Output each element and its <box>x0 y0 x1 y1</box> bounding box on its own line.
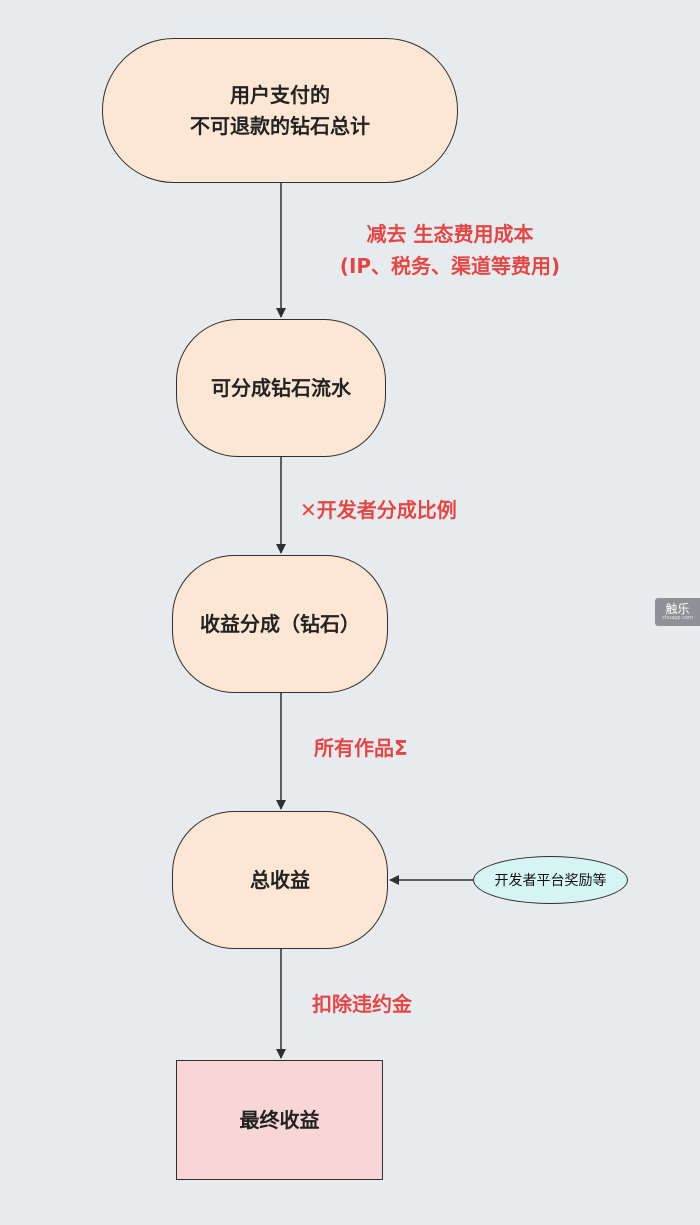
watermark-logo: 触乐 chuapp.com <box>655 598 700 626</box>
edge-label-times-ratio: ✕开发者分成比例 <box>300 498 457 522</box>
node-developer-rewards-label: 开发者平台奖励等 <box>494 873 607 889</box>
node-total-paid-diamonds-line2: 不可退款的钻石总计 <box>190 113 370 138</box>
edge-label-sum-all-works: 所有作品Σ <box>314 736 408 760</box>
node-total-paid-diamonds-line1: 用户支付的 <box>230 82 330 107</box>
node-final-revenue-label: 最终收益 <box>239 1107 320 1132</box>
edge-label-minus-costs: 减去 生态费用成本 (IP、税务、渠道等费用) <box>300 218 600 282</box>
node-diamond-flow: 可分成钻石流水 <box>176 319 386 457</box>
node-final-revenue: 最终收益 <box>176 1060 383 1180</box>
edge-label-deduct-penalty: 扣除违约金 <box>312 992 412 1016</box>
edge-label-minus-costs-line1: 减去 生态费用成本 <box>366 222 534 246</box>
node-total-revenue-label: 总收益 <box>250 867 310 892</box>
node-revenue-share: 收益分成（钻石） <box>172 555 388 693</box>
node-diamond-flow-label: 可分成钻石流水 <box>211 375 351 400</box>
node-total-paid-diamonds: 用户支付的 不可退款的钻石总计 <box>102 38 458 183</box>
node-revenue-share-label: 收益分成（钻石） <box>200 611 360 636</box>
node-developer-rewards: 开发者平台奖励等 <box>473 856 628 904</box>
watermark-subtext: chuapp.com <box>662 614 693 621</box>
edge-label-minus-costs-line2: (IP、税务、渠道等费用) <box>339 254 561 278</box>
node-total-revenue: 总收益 <box>172 811 388 949</box>
watermark-text: 触乐 <box>665 601 690 616</box>
